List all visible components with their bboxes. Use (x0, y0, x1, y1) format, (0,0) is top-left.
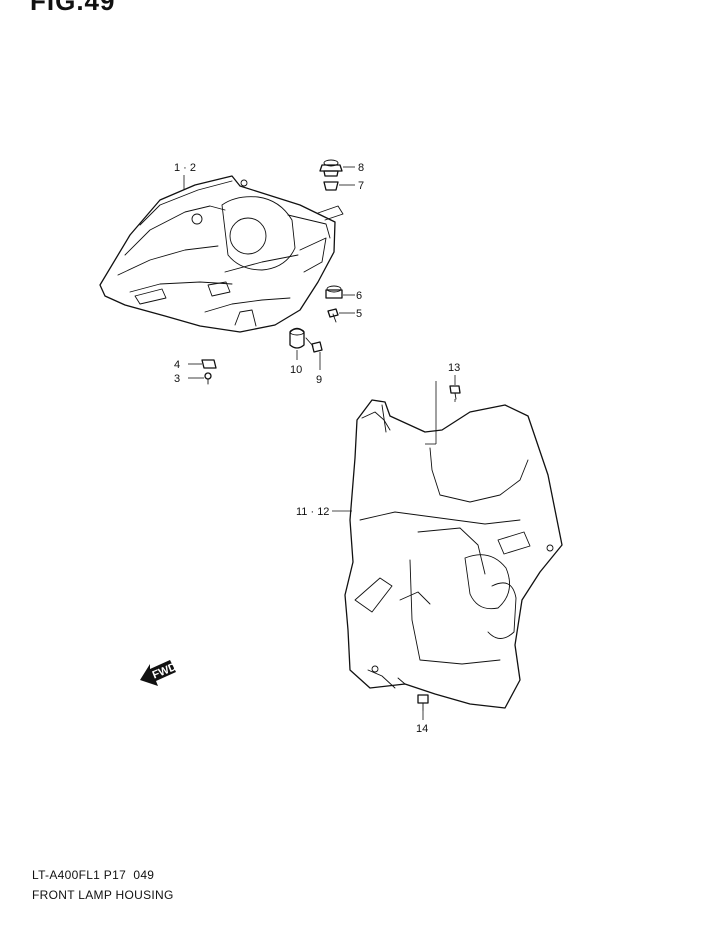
label-part-4: 4 (174, 359, 180, 371)
label-part-13: 13 (448, 362, 460, 374)
front-cover-lower (344, 399, 563, 709)
nut-4 (201, 359, 217, 369)
label-part-9: 9 (316, 374, 322, 386)
grommet-8 (319, 159, 343, 177)
label-part-7: 7 (358, 180, 364, 192)
bolt-14 (417, 694, 429, 711)
footer-title: FRONT LAMP HOUSING (32, 888, 174, 902)
label-part-5: 5 (356, 308, 362, 320)
label-part-8: 8 (358, 162, 364, 174)
footer-model: LT-A400FL1 (32, 868, 101, 882)
label-part-1-2: 1 · 2 (174, 162, 196, 174)
fwd-arrow: FWD (140, 660, 178, 686)
bolt-13 (449, 385, 461, 400)
label-part-3: 3 (174, 373, 180, 385)
fwd-label: FWD (151, 661, 179, 682)
bolt-9 (305, 337, 323, 353)
footer-model-line: LT-A400FL1 P17 049 (32, 868, 154, 882)
bolt-5 (327, 308, 339, 323)
cushion-10 (289, 327, 305, 349)
label-part-6: 6 (356, 290, 362, 302)
lamp-housing-upper (99, 175, 344, 333)
footer-page-number: 049 (133, 868, 155, 882)
leader-lines (183, 166, 456, 720)
label-part-11-12: 11 · 12 (296, 506, 329, 518)
collar-7 (323, 181, 339, 191)
screw-3 (204, 372, 212, 385)
label-part-10: 10 (290, 364, 302, 376)
label-part-14: 14 (416, 723, 428, 735)
figure-number: FIG.49 (30, 0, 116, 16)
footer-page-code: P17 (103, 868, 127, 882)
grommet-6 (325, 285, 343, 299)
